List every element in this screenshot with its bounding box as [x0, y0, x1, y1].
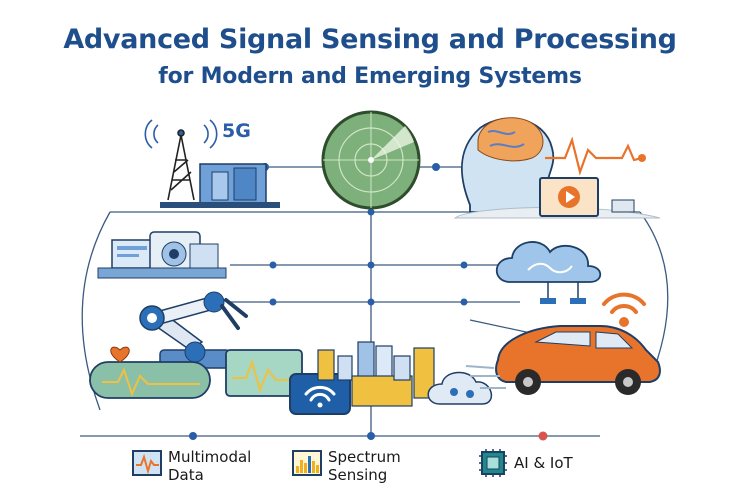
network-5g-label: 5G	[222, 120, 251, 142]
network-nodes	[189, 163, 468, 440]
heartbeat-line	[545, 136, 643, 176]
radar-icon	[321, 110, 421, 210]
wifi-signal-icon	[602, 292, 646, 327]
legend-label-line1: Spectrum	[328, 448, 401, 466]
ai-head-brain-icon	[453, 117, 661, 219]
server-building-icon	[160, 163, 280, 208]
alert-node	[538, 431, 548, 441]
robotic-arm-icon	[139, 291, 248, 369]
legend-item-ai-iot: AI & IoT	[478, 448, 573, 478]
cloud-network-icon	[495, 241, 602, 304]
city-buildings-icon	[317, 341, 435, 407]
legend-label-line2: Sensing	[328, 466, 388, 484]
legend-item-spectrum: Spectrum Sensing	[292, 448, 401, 484]
data-server-devices-icon	[97, 231, 227, 279]
legend-label-line1: AI & IoT	[514, 454, 573, 472]
connected-car-icon	[465, 325, 661, 395]
cell-tower-icon	[144, 119, 218, 201]
legend-item-multimodal: Multimodal Data	[132, 448, 251, 484]
iot-cloud-icon	[427, 371, 493, 405]
waveform-chart-icon	[132, 450, 162, 476]
legend-label-line1: Multimodal	[168, 448, 252, 466]
video-monitor-icon	[539, 177, 635, 217]
title-line-1: Advanced Signal Sensing and Processing	[63, 24, 677, 55]
chip-icon	[479, 449, 507, 477]
legend-label-line2: Data	[168, 466, 204, 484]
health-monitor-icon	[89, 346, 211, 399]
title-line-2: for Modern and Emerging Systems	[158, 64, 582, 89]
spectrum-bars-icon	[292, 450, 322, 476]
